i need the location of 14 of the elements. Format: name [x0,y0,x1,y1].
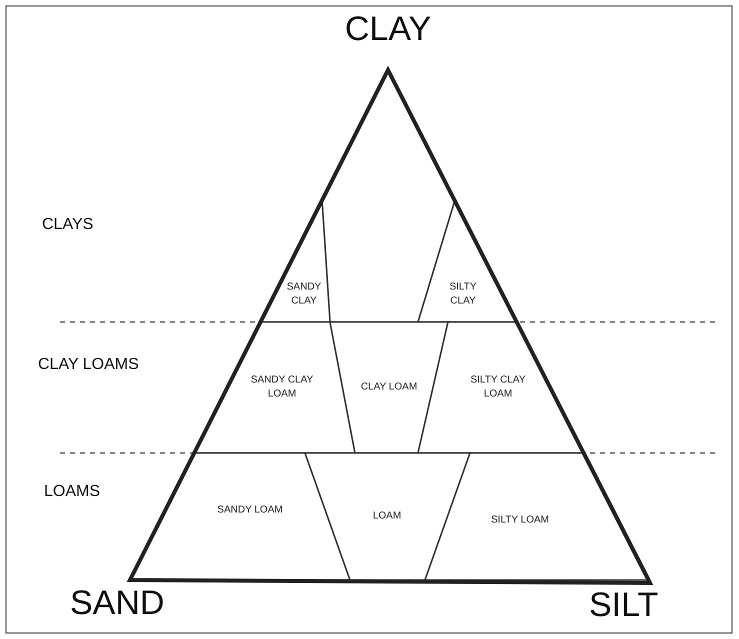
soil-class-label: SANDY LOAM [216,503,284,517]
group-label: CLAYS [42,216,94,234]
soil-class-label: SANDY CLAY [286,280,322,308]
group-label: LOAMS [44,483,100,502]
soil-class-label: SILTY CLAY [448,280,478,308]
vertex-label: SILT [589,586,658,625]
vertex-label: CLAY [344,10,432,49]
soil-class-label: SILTY LOAM [490,513,550,527]
vertex-label: SAND [70,584,164,623]
group-label: CLAY LOAMS [38,356,139,374]
soil-class-label: LOAM [372,509,402,523]
soil-class-label: SILTY CLAY LOAM [469,374,527,400]
soil-class-label: CLAY LOAM [360,380,418,394]
soil-class-label: SANDY CLAY LOAM [250,374,314,400]
